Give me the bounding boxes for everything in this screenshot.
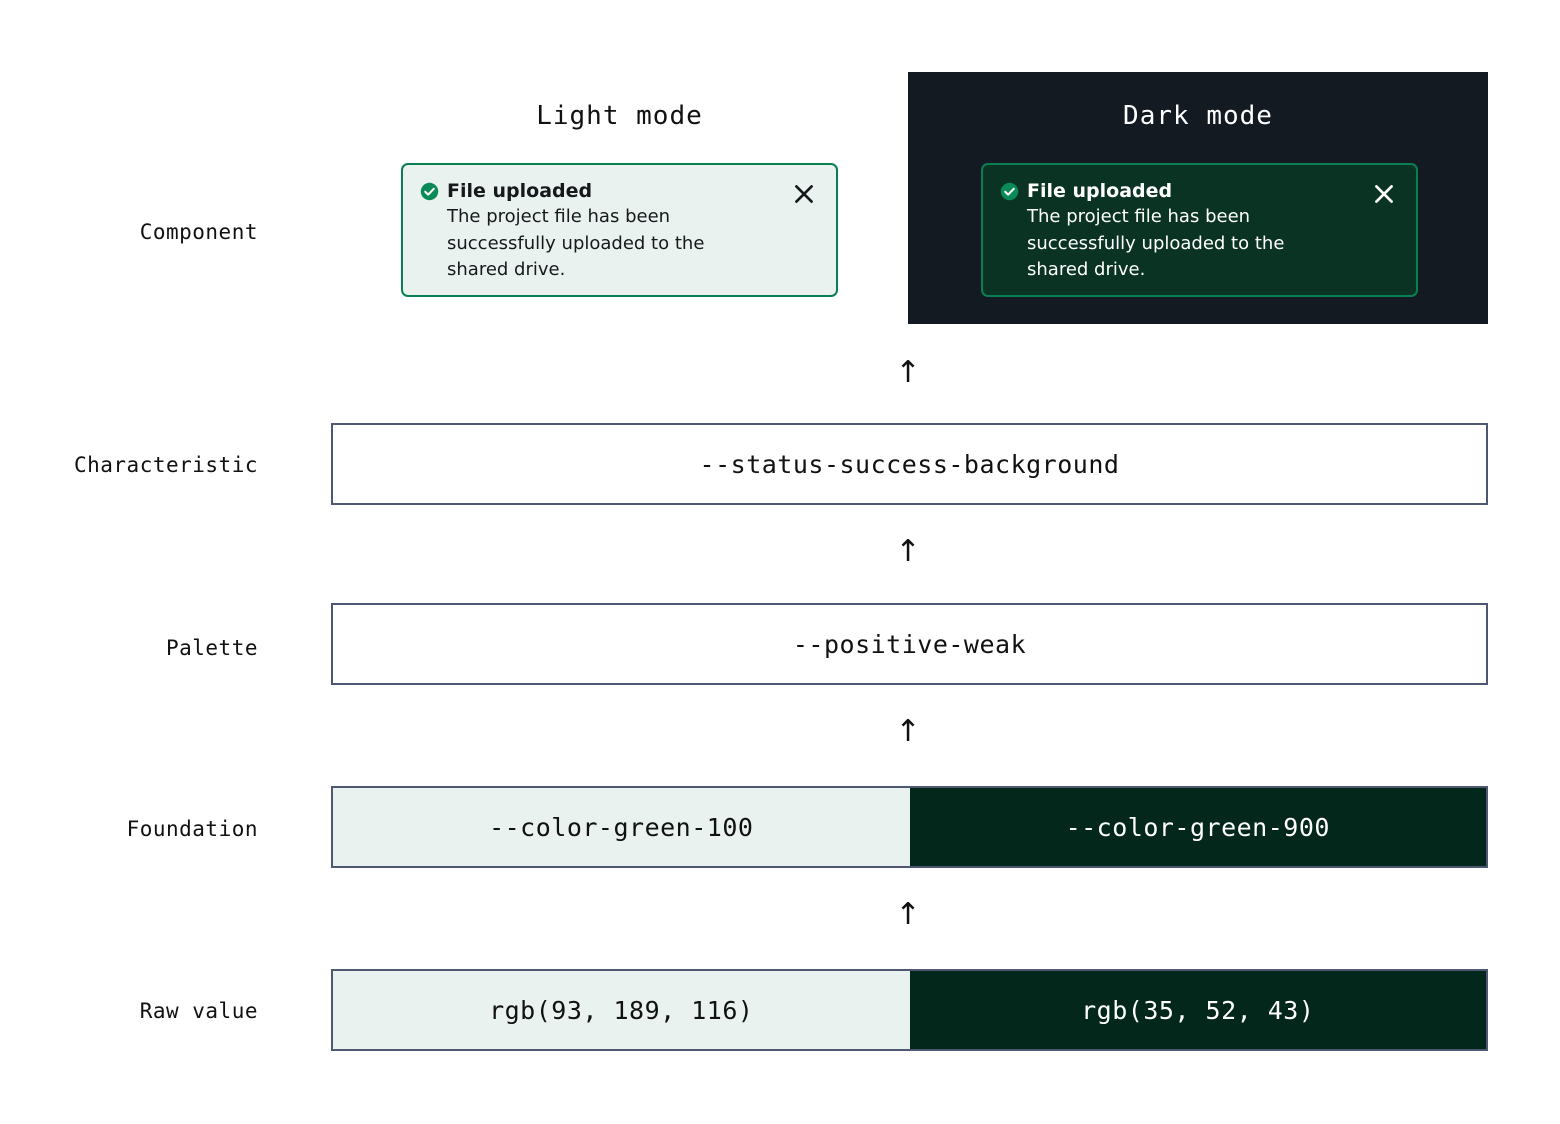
token-value-raw-dark: rgb(35, 52, 43) [909, 971, 1486, 1049]
success-check-icon [1000, 182, 1019, 201]
alert-content-dark: File uploaded The project file has been … [1000, 181, 1360, 284]
token-value-foundation-light: --color-green-100 [333, 788, 910, 866]
token-box-characteristic: --status-success-background [331, 423, 1488, 505]
close-icon [795, 185, 813, 203]
token-box-palette: --positive-weak [331, 603, 1488, 685]
alert-heading-row-dark: File uploaded [1000, 181, 1360, 202]
alert-title-dark: File uploaded [1027, 180, 1173, 202]
token-box-foundation: --color-green-100 --color-green-900 [331, 786, 1488, 868]
arrow-up-component: ↑ [895, 355, 921, 390]
alert-content-light: File uploaded The project file has been … [420, 181, 780, 284]
token-value-characteristic: --status-success-background [333, 425, 1486, 503]
alert-heading-row-light: File uploaded [420, 181, 780, 202]
alert-description-light: The project file has been successfully u… [447, 205, 705, 281]
alert-title-light: File uploaded [447, 180, 593, 202]
token-box-raw-value: rgb(93, 189, 116) rgb(35, 52, 43) [331, 969, 1488, 1051]
token-value-foundation-dark: --color-green-900 [909, 788, 1486, 866]
token-value-palette: --positive-weak [333, 605, 1486, 683]
arrow-up-foundation: ↑ [895, 897, 921, 932]
row-label-raw-value: Raw value [139, 999, 258, 1023]
alert-success-dark: File uploaded The project file has been … [981, 163, 1418, 297]
close-icon [1375, 185, 1393, 203]
alert-description-dark: The project file has been successfully u… [1027, 205, 1285, 281]
arrow-up-characteristic: ↑ [895, 534, 921, 569]
row-label-characteristic: Characteristic [73, 453, 258, 477]
alert-close-button-light[interactable] [790, 180, 818, 208]
light-mode-title: Light mode [536, 101, 703, 131]
row-label-component: Component [139, 220, 258, 244]
arrow-up-palette: ↑ [895, 714, 921, 749]
alert-close-button-dark[interactable] [1370, 180, 1398, 208]
token-value-raw-light: rgb(93, 189, 116) [333, 971, 910, 1049]
row-label-foundation: Foundation [126, 817, 258, 841]
success-check-icon [420, 182, 439, 201]
row-label-palette: Palette [165, 636, 258, 660]
dark-mode-title: Dark mode [1123, 101, 1273, 131]
alert-success-light: File uploaded The project file has been … [401, 163, 838, 297]
